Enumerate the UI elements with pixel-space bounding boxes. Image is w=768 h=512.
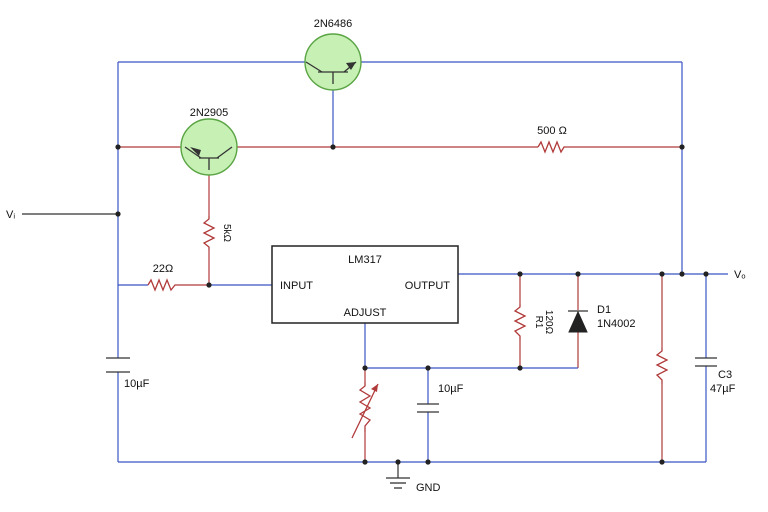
capacitor-input: 10µF bbox=[106, 357, 150, 390]
resistor-zigzag bbox=[358, 382, 372, 432]
ic-body bbox=[271, 245, 459, 324]
emitter-arrow-icon bbox=[346, 62, 356, 70]
resistor-5k: 5kΩ bbox=[202, 216, 232, 250]
ic-title: LM317 bbox=[348, 254, 382, 266]
junction-dot bbox=[206, 282, 212, 288]
transistor-body bbox=[304, 33, 362, 91]
resistor-zigzag bbox=[537, 140, 566, 154]
emitter-arrow-icon bbox=[190, 147, 201, 156]
transistor-2n2905: 2N2905 bbox=[180, 107, 238, 176]
resistor-22: 22Ω bbox=[147, 263, 178, 292]
junction-dot bbox=[659, 459, 665, 465]
junction-dot bbox=[517, 365, 523, 371]
junction-dot bbox=[425, 365, 431, 371]
capacitor-c3: C3 47µF bbox=[695, 357, 736, 395]
ic-lm317: LM317 INPUT OUTPUT ADJUST bbox=[271, 245, 459, 324]
label-q1: 2N6486 bbox=[314, 18, 353, 30]
ic-pin-output: OUTPUT bbox=[405, 280, 451, 292]
junction-dot bbox=[517, 271, 523, 277]
resistor-zigzag bbox=[513, 304, 527, 340]
potentiometer bbox=[351, 382, 379, 439]
label-r5k: 5kΩ bbox=[221, 224, 232, 243]
junction-dot bbox=[575, 271, 581, 277]
transistor-collector bbox=[216, 146, 233, 159]
resistor-500: 500 Ω bbox=[537, 125, 567, 154]
resistor-load bbox=[655, 348, 669, 384]
junction-dot bbox=[115, 211, 121, 217]
label-c3-name: C3 bbox=[718, 369, 732, 381]
junction-dot bbox=[703, 271, 709, 277]
junction-dot bbox=[395, 459, 401, 465]
label-r22: 22Ω bbox=[153, 263, 173, 275]
pot-arrow-shaft bbox=[351, 383, 379, 439]
wires bbox=[22, 61, 728, 478]
ic-pin-input: INPUT bbox=[280, 280, 313, 292]
junction-dot bbox=[115, 144, 121, 150]
resistor-r1: R1 120Ω bbox=[513, 304, 554, 340]
label-r500: 500 Ω bbox=[537, 125, 567, 137]
ground: GND bbox=[386, 477, 441, 494]
ic-pin-adjust: ADJUST bbox=[344, 307, 387, 319]
label-c-adj: 10µF bbox=[438, 383, 464, 395]
junction-dot bbox=[362, 365, 368, 371]
junction-dot bbox=[659, 271, 665, 277]
capacitor-adjust: 10µF bbox=[417, 383, 464, 413]
label-gnd: GND bbox=[416, 482, 441, 494]
diode-triangle-icon bbox=[568, 310, 588, 333]
label-q2: 2N2905 bbox=[190, 107, 229, 119]
junction-dot bbox=[679, 144, 685, 150]
junction-dot bbox=[362, 459, 368, 465]
resistor-zigzag bbox=[147, 278, 178, 292]
transistor-body bbox=[180, 118, 238, 176]
transistor-2n6486: 2N6486 bbox=[304, 18, 362, 91]
transistor-emitter bbox=[184, 146, 202, 159]
junctions bbox=[115, 144, 709, 465]
label-d1-value: 1N4002 bbox=[597, 318, 636, 330]
diode-d1: D1 1N4002 bbox=[568, 304, 636, 333]
label-d1-name: D1 bbox=[597, 304, 611, 316]
resistor-zigzag bbox=[655, 348, 669, 384]
junction-dot bbox=[330, 144, 336, 150]
label-vo: Vₒ bbox=[734, 269, 746, 281]
resistor-zigzag bbox=[202, 216, 216, 250]
junction-dot bbox=[679, 271, 685, 277]
label-c-in: 10µF bbox=[124, 378, 150, 390]
label-r1-value: 120Ω bbox=[543, 310, 554, 335]
label-vi: Vᵢ bbox=[6, 209, 15, 221]
junction-dot bbox=[425, 459, 431, 465]
pot-arrow-icon bbox=[371, 384, 378, 392]
label-c3-value: 47µF bbox=[710, 383, 736, 395]
label-r1-name: R1 bbox=[533, 316, 544, 329]
transistor-collector bbox=[305, 61, 323, 73]
